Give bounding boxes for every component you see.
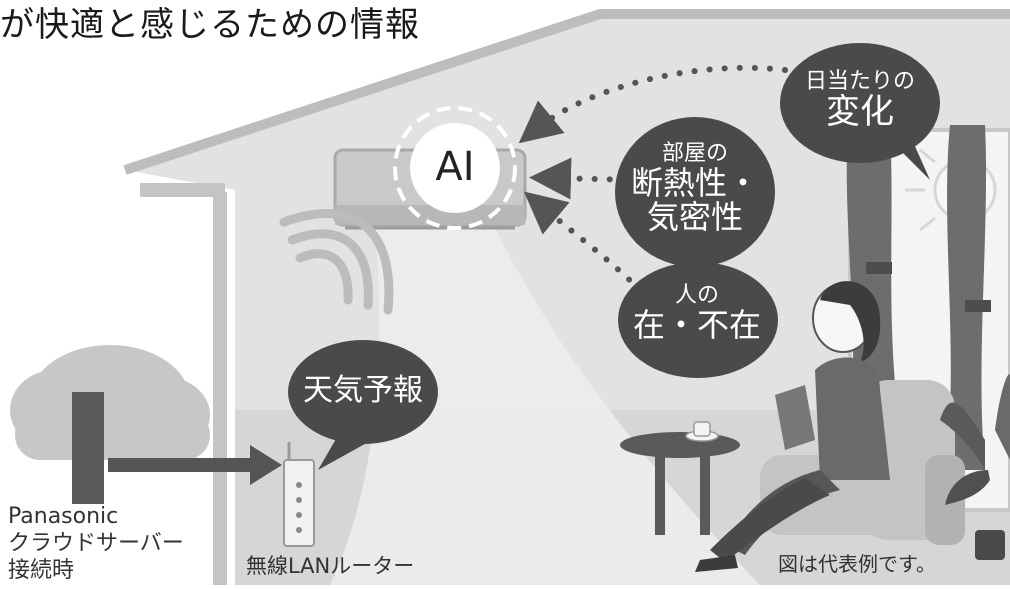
bubble-sunlight-line2: 変化	[826, 91, 894, 132]
coffee-table	[620, 421, 740, 535]
bubble-presence-line2: 在・不在	[632, 305, 761, 344]
woman-reading	[695, 281, 890, 572]
bubble-weather-line1: 天気予報	[303, 373, 423, 408]
wifi-signal-icon	[279, 209, 394, 315]
server-unit	[72, 392, 104, 504]
bubble-insulation-line3: 気密性	[646, 198, 743, 237]
caption-cloud-line3: 接続時	[8, 558, 75, 583]
caption-cloud-line1: Panasonic	[8, 504, 119, 529]
cloud-server-icon	[10, 345, 210, 460]
curtain-left	[846, 128, 900, 430]
bubble-weather: 天気予報	[290, 373, 436, 408]
bubble-shapes	[288, 43, 940, 470]
bubble-sunlight: 日当たりの 変化	[790, 70, 930, 130]
ai-label: AI	[435, 144, 475, 190]
bubble-presence: 人の 在・不在	[622, 284, 772, 342]
bubble-sunlight-line1: 日当たりの	[804, 69, 915, 94]
caption-cloud-line2: クラウドサーバー	[8, 531, 184, 556]
bubble-insulation: 部屋の 断熱性・ 気密性	[620, 142, 770, 235]
airflow-beam	[330, 228, 760, 585]
curtain-right	[945, 125, 987, 470]
ai-badge	[410, 123, 500, 213]
bubble-presence-line1: 人の	[674, 283, 719, 308]
caption-cloud-server: Panasonic クラウドサーバー 接続時	[8, 503, 184, 584]
potted-plant	[940, 374, 1010, 560]
caption-router: 無線LANルーター	[246, 554, 415, 578]
router-icon	[283, 442, 315, 547]
page-title: が快適と感じるための情報	[0, 5, 420, 45]
bubble-insulation-line1: 部屋の	[661, 141, 728, 166]
caption-note: 図は代表例です。	[778, 552, 936, 576]
bubble-insulation-line2: 断熱性・	[630, 163, 759, 202]
